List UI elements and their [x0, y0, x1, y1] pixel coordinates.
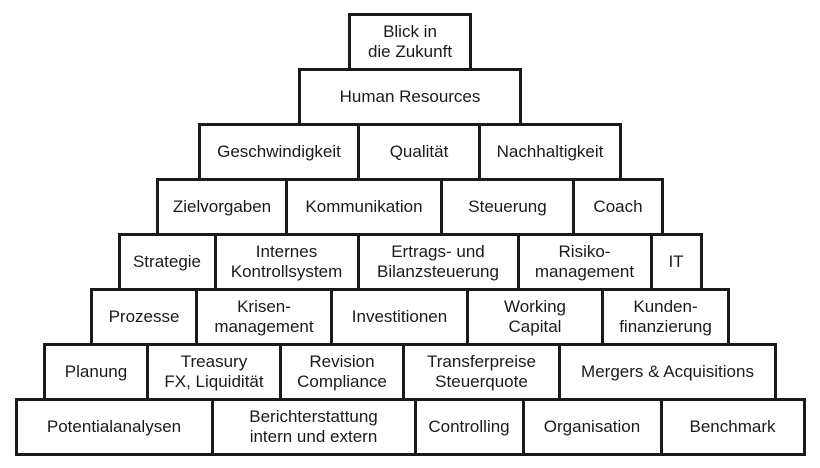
box-geschwindigkeit: Geschwindigkeit	[198, 123, 360, 181]
box-label: Potentialanalysen	[46, 416, 182, 436]
box-label: Treasury FX, Liquidität	[164, 351, 264, 391]
box-label: Coach	[593, 196, 643, 216]
box-steuerung: Steuerung	[440, 178, 575, 236]
box-krisenmanagement: Krisen- management	[195, 288, 333, 346]
box-strategie: Strategie	[117, 233, 217, 291]
box-label: Steuerung	[468, 196, 547, 216]
box-working-capital: Working Capital	[466, 288, 604, 346]
box-label: Krisen- management	[214, 296, 314, 336]
box-label: Prozesse	[108, 306, 180, 326]
box-zielvorgaben: Zielvorgaben	[156, 178, 288, 236]
box-benchmark: Benchmark	[659, 398, 806, 456]
box-qualitaet: Qualität	[357, 123, 481, 181]
box-mergers-acquisitions: Mergers & Acquisitions	[558, 343, 777, 401]
box-controlling: Controlling	[413, 398, 525, 456]
box-label: Benchmark	[689, 416, 776, 436]
box-label: Transferpreise Steuerquote	[427, 351, 536, 391]
pyramid-row-1: Blick in die Zukunft	[0, 13, 820, 71]
box-blick-in-die-zukunft: Blick in die Zukunft	[348, 13, 472, 71]
box-label: Geschwindigkeit	[217, 141, 341, 161]
box-investitionen: Investitionen	[330, 288, 469, 346]
box-label: Investitionen	[351, 306, 448, 326]
box-label: Human Resources	[339, 86, 481, 106]
box-label: IT	[668, 251, 684, 271]
box-label: Kommunikation	[305, 196, 423, 216]
box-organisation: Organisation	[521, 398, 663, 456]
box-human-resources: Human Resources	[298, 68, 522, 126]
pyramid-row-6: Prozesse Krisen- management Investitione…	[0, 288, 820, 346]
box-label: Working Capital	[503, 296, 567, 336]
box-berichterstattung: Berichterstattung intern und extern	[210, 398, 417, 456]
box-label: Revision Compliance	[297, 351, 387, 391]
box-label: Organisation	[543, 416, 641, 436]
box-label: Internes Kontrollsystem	[230, 241, 343, 281]
box-prozesse: Prozesse	[90, 288, 198, 346]
pyramid-rows: Blick in die Zukunft Human Resources Ges…	[0, 13, 820, 456]
box-kundenfinanzierung: Kunden- finanzierung	[601, 288, 730, 346]
pyramid-row-7: Planung Treasury FX, Liquidität Revision…	[0, 343, 820, 401]
pyramid-row-8: Potentialanalysen Berichterstattung inte…	[0, 398, 820, 456]
box-label: Mergers & Acquisitions	[581, 361, 754, 381]
pyramid-row-4: Zielvorgaben Kommunikation Steuerung Coa…	[0, 178, 820, 236]
box-label: Nachhaltigkeit	[496, 141, 604, 161]
box-planung: Planung	[43, 343, 149, 401]
box-label: Risiko- management	[534, 241, 635, 281]
box-label: Controlling	[428, 416, 510, 436]
pyramid-row-3: Geschwindigkeit Qualität Nachhaltigkeit	[0, 123, 820, 181]
box-kommunikation: Kommunikation	[285, 178, 443, 236]
box-risikomanagement: Risiko- management	[516, 233, 653, 291]
box-label: Blick in die Zukunft	[367, 21, 453, 61]
box-potentialanalysen: Potentialanalysen	[14, 398, 214, 456]
box-label: Strategie	[132, 251, 202, 271]
box-label: Zielvorgaben	[172, 196, 272, 216]
box-treasury-fx-liquiditaet: Treasury FX, Liquidität	[146, 343, 282, 401]
box-label: Planung	[64, 361, 128, 381]
box-revision-compliance: Revision Compliance	[279, 343, 405, 401]
pyramid-row-5: Strategie Internes Kontrollsystem Ertrag…	[0, 233, 820, 291]
box-ertrags-und-bilanzsteuerung: Ertrags- und Bilanzsteuerung	[356, 233, 520, 291]
box-label: Ertrags- und Bilanzsteuerung	[377, 241, 499, 281]
box-internes-kontrollsystem: Internes Kontrollsystem	[213, 233, 360, 291]
box-coach: Coach	[572, 178, 664, 236]
box-nachhaltigkeit: Nachhaltigkeit	[478, 123, 622, 181]
box-it: IT	[649, 233, 703, 291]
box-label: Kunden- finanzierung	[619, 296, 712, 336]
pyramid-row-2: Human Resources	[0, 68, 820, 126]
box-label: Qualität	[389, 141, 449, 161]
box-label: Berichterstattung intern und extern	[249, 406, 378, 446]
box-transferpreise-steuerquote: Transferpreise Steuerquote	[402, 343, 561, 401]
